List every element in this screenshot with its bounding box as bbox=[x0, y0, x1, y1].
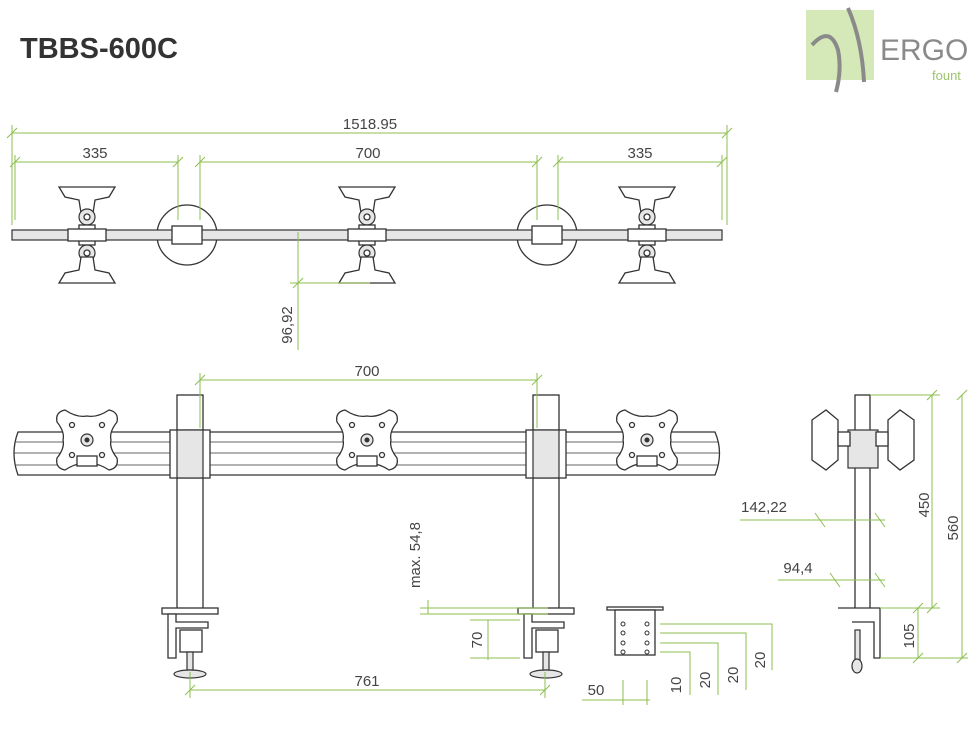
top-dimensions bbox=[6, 125, 733, 350]
front-dimensions bbox=[184, 373, 773, 705]
dim-side-offset-1: 142,22 bbox=[741, 499, 787, 516]
dim-right: 335 bbox=[627, 145, 652, 162]
logo-brand: ERGO bbox=[880, 34, 968, 67]
dim-height-105: 105 bbox=[901, 623, 918, 648]
dim-middle: 700 bbox=[355, 145, 380, 162]
side-view bbox=[811, 394, 915, 674]
dim-base-spacing: 761 bbox=[354, 673, 379, 690]
dim-total-width: 1518.95 bbox=[343, 116, 397, 133]
logo-sub: fount bbox=[932, 68, 961, 83]
clamp-plate-detail bbox=[606, 606, 664, 656]
front-view bbox=[13, 394, 721, 679]
top-view bbox=[11, 186, 723, 284]
dim-max-clamp: max. 54,8 bbox=[407, 522, 424, 588]
ergofount-logo: ERGO fount bbox=[806, 7, 968, 93]
dim-hole-offset: 10 bbox=[668, 677, 685, 694]
dim-side-offset-2: 94,4 bbox=[783, 560, 812, 577]
dim-depth: 96,92 bbox=[279, 306, 296, 344]
dim-height-560: 560 bbox=[945, 515, 962, 540]
dim-plate-width: 50 bbox=[588, 682, 605, 699]
dim-hole-offset: 20 bbox=[752, 652, 769, 669]
dim-hole-offset: 20 bbox=[697, 672, 714, 689]
page-title: TBBS-600C bbox=[20, 33, 178, 65]
dim-pole-spacing: 700 bbox=[354, 363, 379, 380]
dim-height-450: 450 bbox=[916, 492, 933, 517]
side-dimensions bbox=[740, 389, 968, 664]
dim-clamp-height: 70 bbox=[469, 632, 486, 649]
dim-hole-offset: 20 bbox=[725, 667, 742, 684]
dim-left: 335 bbox=[82, 145, 107, 162]
